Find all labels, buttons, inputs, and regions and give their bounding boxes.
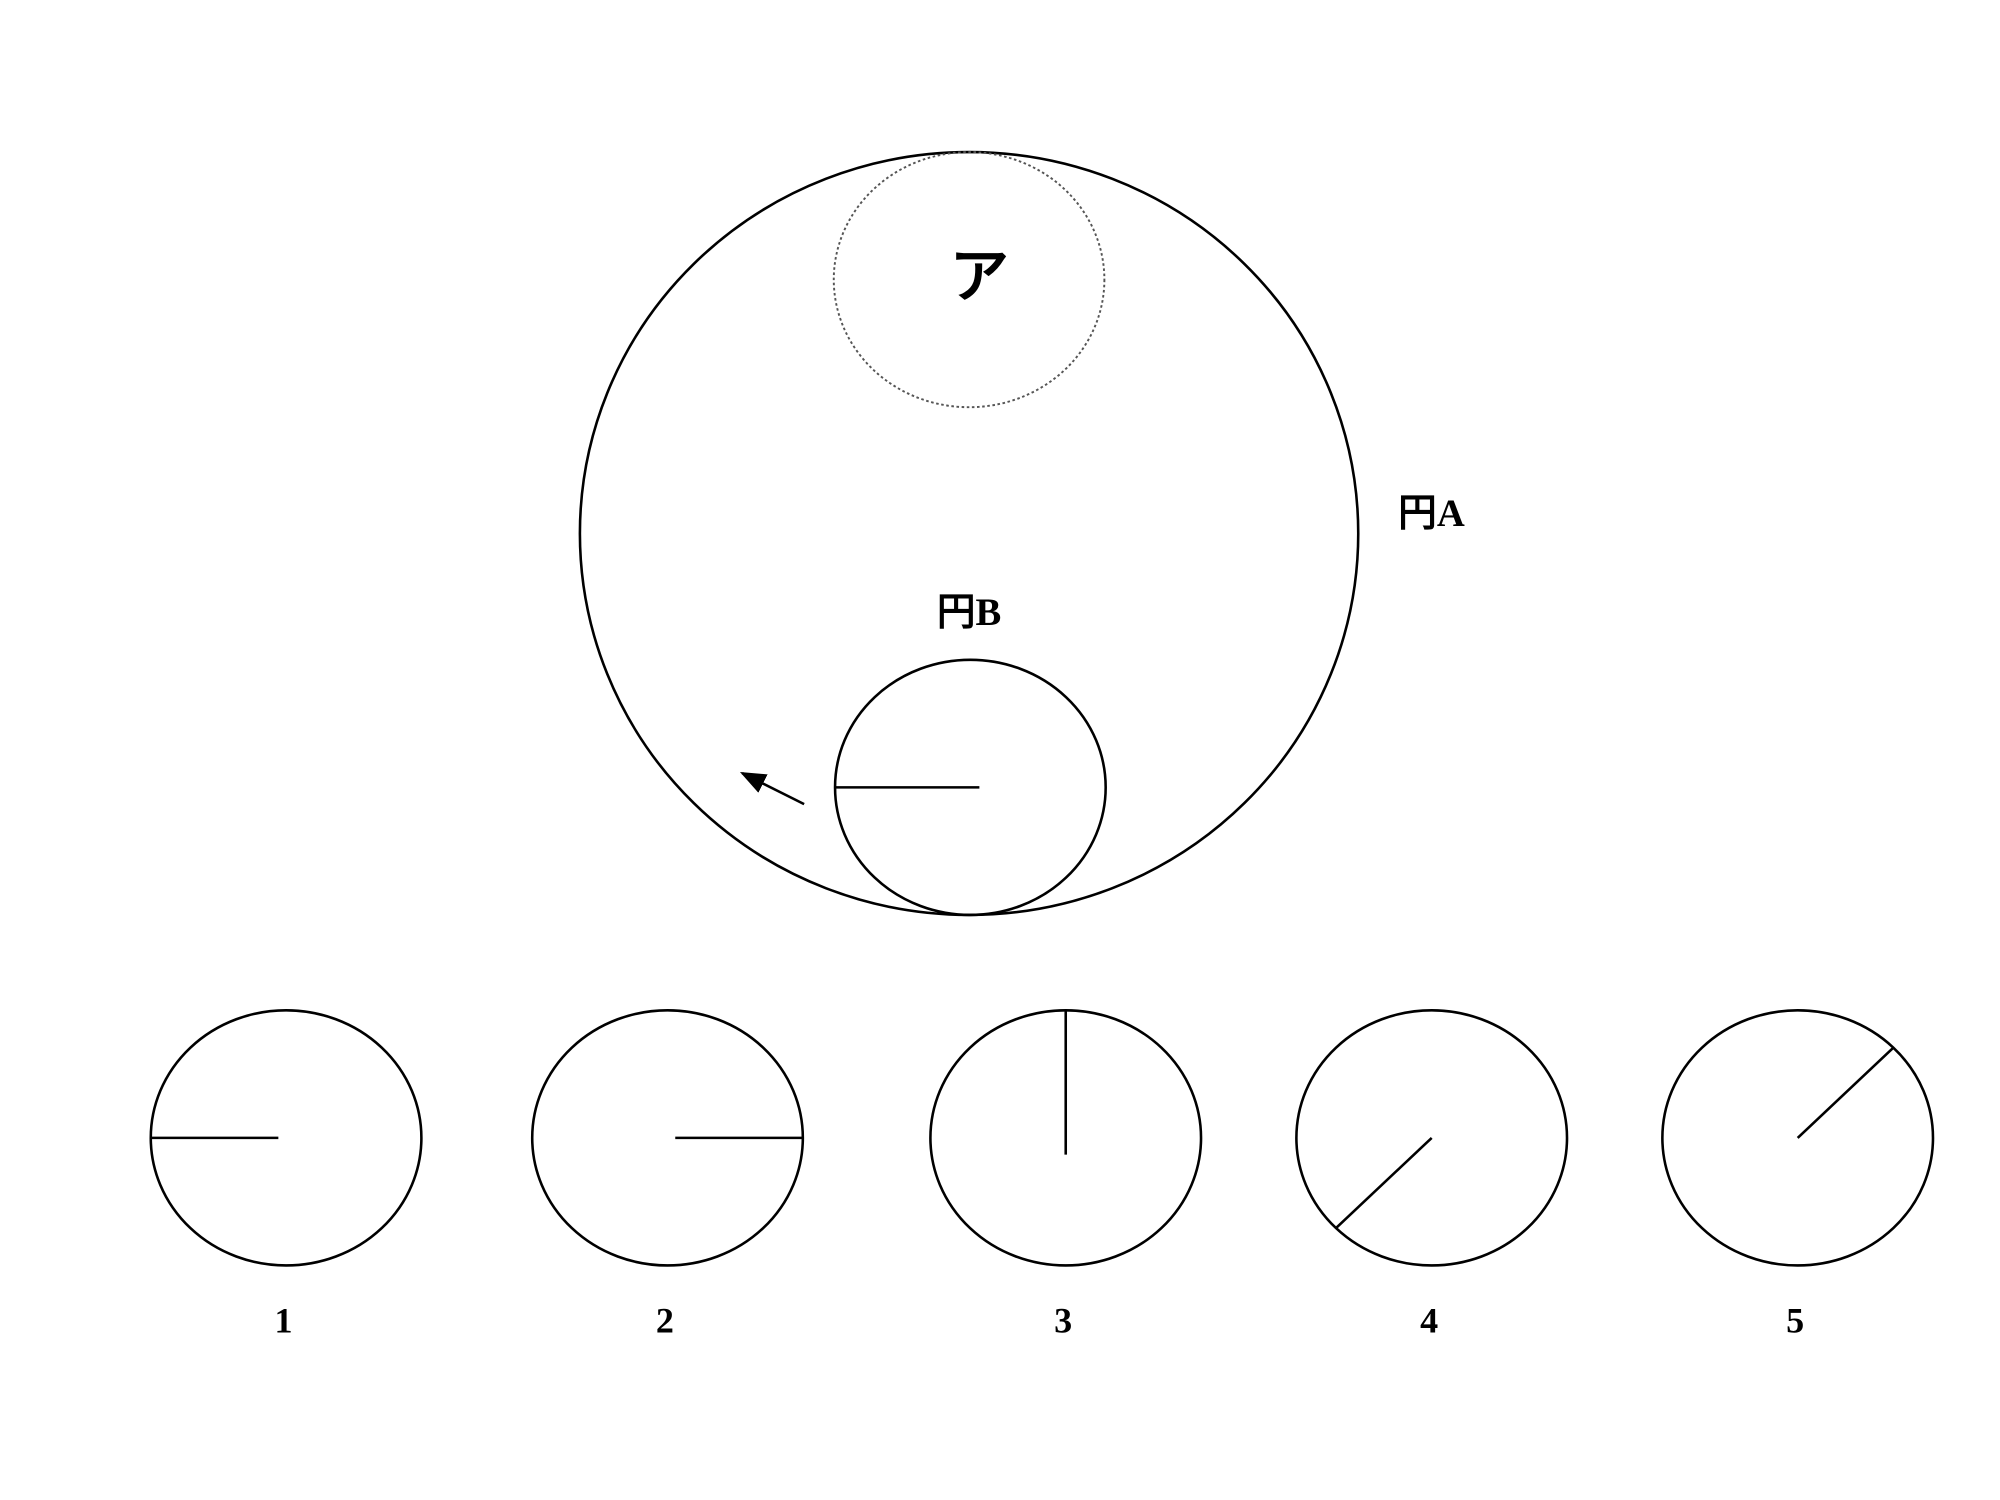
dotted-position-circle	[832, 151, 1106, 409]
option-circle	[1295, 1009, 1569, 1267]
option-label: 5	[1786, 1300, 1804, 1340]
option-5[interactable]: 5	[1661, 1009, 1935, 1340]
direction-arrow-icon	[739, 772, 805, 806]
option-4[interactable]: 4	[1295, 1009, 1569, 1340]
circle-a-label: 円A	[1398, 493, 1465, 535]
option-radius-line	[1796, 1046, 1895, 1139]
option-3[interactable]: 3	[929, 1009, 1203, 1340]
option-label: 1	[274, 1300, 292, 1340]
option-label: 4	[1420, 1300, 1438, 1340]
option-radius-line	[1335, 1136, 1433, 1230]
option-label: 2	[656, 1300, 674, 1340]
option-circle	[1661, 1009, 1935, 1267]
kana-label: ア	[950, 243, 1009, 309]
circle-b-label: 円B	[937, 592, 1001, 634]
answer-options: 1 2 3 4 5	[149, 1009, 1935, 1340]
option-2[interactable]: 2	[530, 1009, 805, 1340]
option-1[interactable]: 1	[149, 1009, 423, 1340]
option-label: 3	[1054, 1300, 1072, 1340]
